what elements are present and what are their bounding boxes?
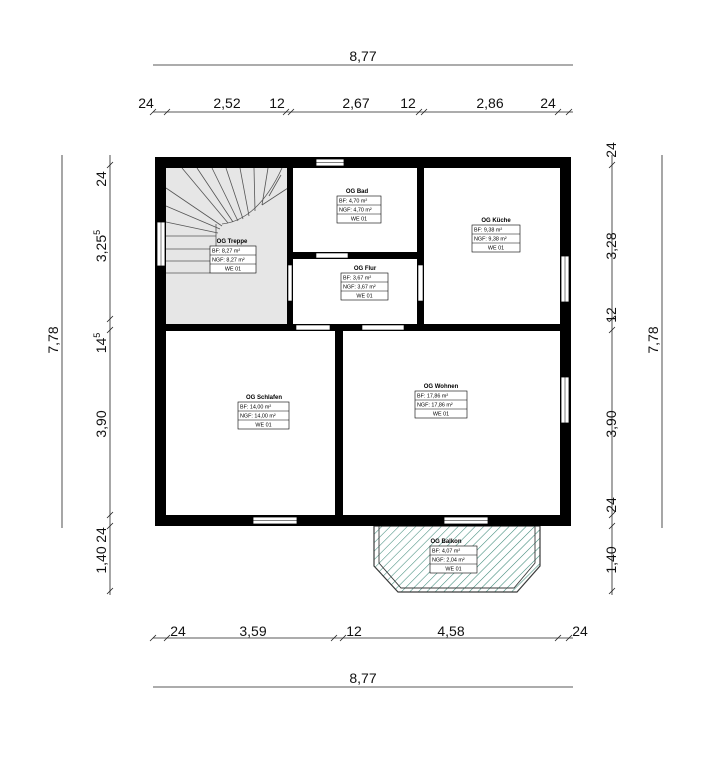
dimension-lines xyxy=(61,64,663,688)
dim-top-seg1: 2,52 xyxy=(213,95,240,111)
dim-left-seg2: 3,90 xyxy=(93,410,109,437)
room-we-treppe: WE 01 xyxy=(225,267,241,273)
room-we-balkon: WE 01 xyxy=(445,567,461,573)
dim-right-seg2: 3,90 xyxy=(603,410,619,437)
dim-right-total: 7,78 xyxy=(645,326,661,353)
room-info-box xyxy=(414,390,468,419)
room-name-bad: OG Bad xyxy=(346,189,369,195)
dim-top-inner2: 12 xyxy=(400,95,416,111)
dim-left-seg1: 3,255 xyxy=(92,230,109,262)
dim-left-wall-top: 24 xyxy=(93,171,109,187)
room-bf-kueche: BF: 9,38 m² xyxy=(474,228,502,234)
dim-bottom-seg2: 4,58 xyxy=(437,623,464,639)
room-info-box xyxy=(209,245,257,274)
room-name-treppe: OG Treppe xyxy=(217,239,248,245)
room-ngf-treppe: NGF: 8,27 m² xyxy=(212,258,245,264)
room-we-bad: WE 01 xyxy=(351,217,367,223)
room-info-box xyxy=(340,272,389,301)
dim-left-seg1-main: 3,25 xyxy=(93,235,109,262)
room-we-wohnen: WE 01 xyxy=(433,412,449,418)
door-openings xyxy=(287,252,424,331)
dim-left-wall-bottom: 24 xyxy=(93,527,109,543)
dim-top-inner1: 12 xyxy=(269,95,285,111)
dim-top-seg2: 2,67 xyxy=(342,95,369,111)
room-bf-wohnen: BF: 17,86 m² xyxy=(417,394,448,400)
room-bf-flur: BF: 3,67 m² xyxy=(343,276,371,282)
room-ngf-schlafen: NGF: 14,00 m² xyxy=(240,414,276,420)
dim-top-wall-left: 24 xyxy=(138,95,154,111)
dim-right-wall-top: 24 xyxy=(603,142,619,158)
room-bf-balkon: BF: 4,07 m² xyxy=(432,549,460,555)
dim-left-inner: 145 xyxy=(92,333,109,354)
dim-top-total: 8,77 xyxy=(349,48,376,64)
dim-right-balcony: 1,40 xyxy=(603,546,619,573)
dim-bottom-wall-left: 24 xyxy=(170,623,186,639)
dim-right-wall-bottom: 24 xyxy=(603,497,619,513)
dim-left-inner-sup: 5 xyxy=(92,333,102,338)
room-ngf-kueche: NGF: 9,38 m² xyxy=(474,237,507,243)
room-info-box xyxy=(429,545,478,574)
room-name-wohnen: OG Wohnen xyxy=(424,384,459,390)
room-we-schlafen: WE 01 xyxy=(255,423,271,429)
dim-left-balcony: 1,40 xyxy=(93,546,109,573)
room-we-flur: WE 01 xyxy=(356,294,372,300)
room-name-balkon: OG Balkon xyxy=(430,539,461,545)
room-bf-schlafen: BF: 14,00 m² xyxy=(240,405,271,411)
room-name-schlafen: OG Schlafen xyxy=(246,395,282,401)
dim-bottom-inner: 12 xyxy=(346,623,362,639)
dim-bottom-wall-right: 24 xyxy=(572,623,588,639)
dim-bottom-seg1: 3,59 xyxy=(239,623,266,639)
room-bf-bad: BF: 4,70 m² xyxy=(339,199,367,205)
room-info-box xyxy=(336,195,382,224)
room-we-kueche: WE 01 xyxy=(488,246,504,252)
dim-top-seg3: 2,86 xyxy=(476,95,503,111)
dim-bottom-total: 8,77 xyxy=(349,670,376,686)
dim-left-total: 7,78 xyxy=(45,326,61,353)
room-ngf-bad: NGF: 4,70 m² xyxy=(339,208,372,214)
dim-right-inner: 12 xyxy=(603,307,619,323)
room-name-flur: OG Flur xyxy=(354,266,377,272)
room-name-kueche: OG Küche xyxy=(481,218,511,224)
dim-left-seg1-sup: 5 xyxy=(92,230,102,235)
dim-top-wall-right: 24 xyxy=(540,95,556,111)
room-ngf-wohnen: NGF: 17,86 m² xyxy=(417,403,453,409)
dim-left-inner-main: 14 xyxy=(93,338,109,354)
room-ngf-flur: NGF: 3,67 m² xyxy=(343,285,376,291)
dim-right-seg1: 3,28 xyxy=(603,232,619,259)
room-info-box xyxy=(237,401,290,430)
room-info-box xyxy=(471,224,521,253)
room-ngf-balkon: NGF: 2,04 m² xyxy=(432,558,465,564)
windows xyxy=(156,158,570,525)
room-bf-treppe: BF: 8,27 m² xyxy=(212,249,240,255)
